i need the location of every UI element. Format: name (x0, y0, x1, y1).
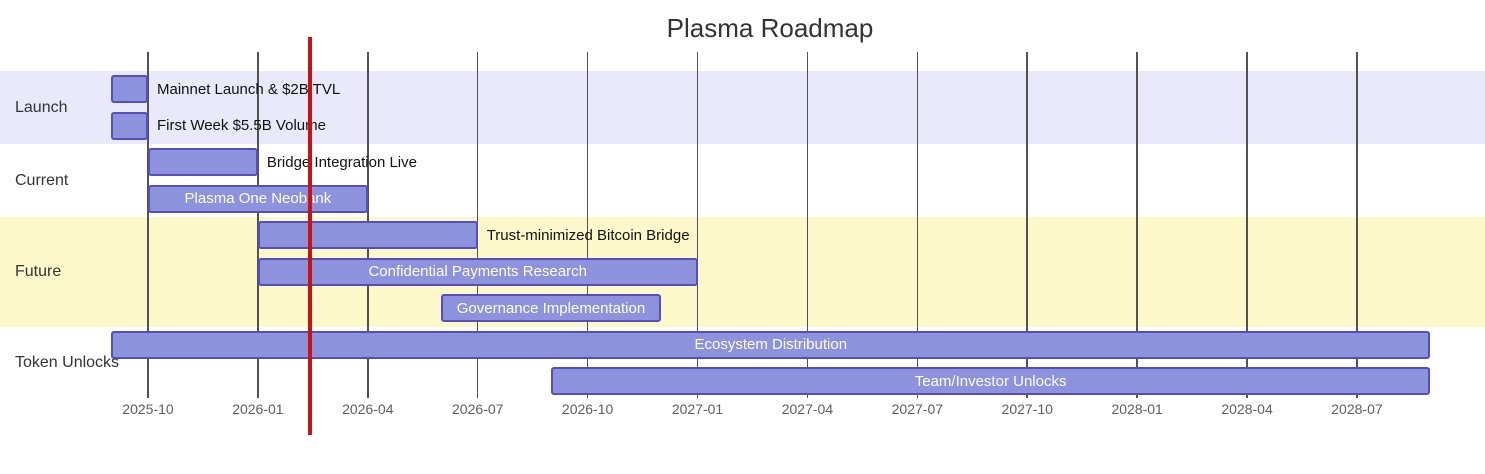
task-bar-plasma-one-neobank: Plasma One Neobank (148, 184, 368, 213)
task-bar-governance-implementation: Governance Implementation (441, 294, 661, 322)
task-label: Governance Implementation (456, 299, 646, 317)
task-label: First Week $5.5B Volume (157, 117, 326, 134)
task-label: Confidential Payments Research (368, 263, 587, 280)
axis-tick-label: 2026-07 (452, 401, 504, 417)
axis-tick-label: 2028-07 (1331, 401, 1383, 417)
axis-tick-label: 2027-01 (671, 401, 724, 417)
axis-tick-label: 2026-10 (561, 401, 614, 417)
task-bar-mainnet-launch-2b-tvl (111, 75, 148, 103)
gridline-2028-07 (1356, 52, 1358, 398)
task-label: Ecosystem Distribution (694, 336, 848, 353)
gridline-2028-01 (1136, 52, 1138, 398)
axis-tick-label: 2026-04 (342, 401, 394, 417)
chart-title: Plasma Roadmap (666, 13, 874, 43)
task-label: Plasma One Neobank (184, 190, 332, 207)
axis-tick-label: 2027-10 (1001, 401, 1053, 417)
gridline-2026-10 (586, 52, 589, 398)
task-label: Trust-minimized Bitcoin Bridge (486, 226, 690, 244)
gridline-2027-01 (696, 52, 699, 398)
task-bar-ecosystem-distribution: Ecosystem Distribution (111, 330, 1431, 359)
axis-tick-label: 2027-04 (781, 401, 834, 417)
axis-tick-label: 2028-01 (1111, 401, 1163, 417)
gridline-2025-10 (147, 52, 149, 398)
gridline-2026-07 (476, 52, 479, 398)
task-bar-first-week-5-5b-volume (111, 111, 148, 140)
task-bar-confidential-payments-research: Confidential Payments Research (257, 257, 698, 286)
gridline-2028-04 (1246, 52, 1248, 398)
today-marker-line (308, 37, 312, 435)
task-label: Mainnet Launch & $2B TVL (157, 80, 341, 98)
axis-tick-label: 2028-04 (1221, 401, 1273, 417)
section-label-token-unlocks: Token Unlocks (15, 354, 120, 371)
task-label: Team/Investor Unlocks (914, 372, 1067, 390)
section-band-future (0, 217, 1485, 327)
task-label: Bridge Integration Live (266, 153, 417, 171)
task-bar-trust-minimized-bitcoin-bridge (257, 221, 478, 249)
axis-tick-label: 2027-07 (891, 401, 944, 417)
section-label-launch: Launch (15, 98, 68, 116)
section-label-future: Future (15, 262, 62, 280)
task-bar-bridge-integration-live (148, 148, 258, 176)
section-label-current: Current (15, 171, 69, 189)
axis-tick-label: 2026-01 (232, 401, 284, 417)
gridline-2027-07 (916, 52, 919, 398)
gridline-2027-10 (1026, 52, 1028, 398)
axis-tick-label: 2025-10 (122, 401, 174, 417)
task-bar-team-investor-unlocks: Team/Investor Unlocks (550, 367, 1431, 395)
gridline-2027-04 (806, 52, 809, 398)
section-band-launch (0, 71, 1485, 144)
